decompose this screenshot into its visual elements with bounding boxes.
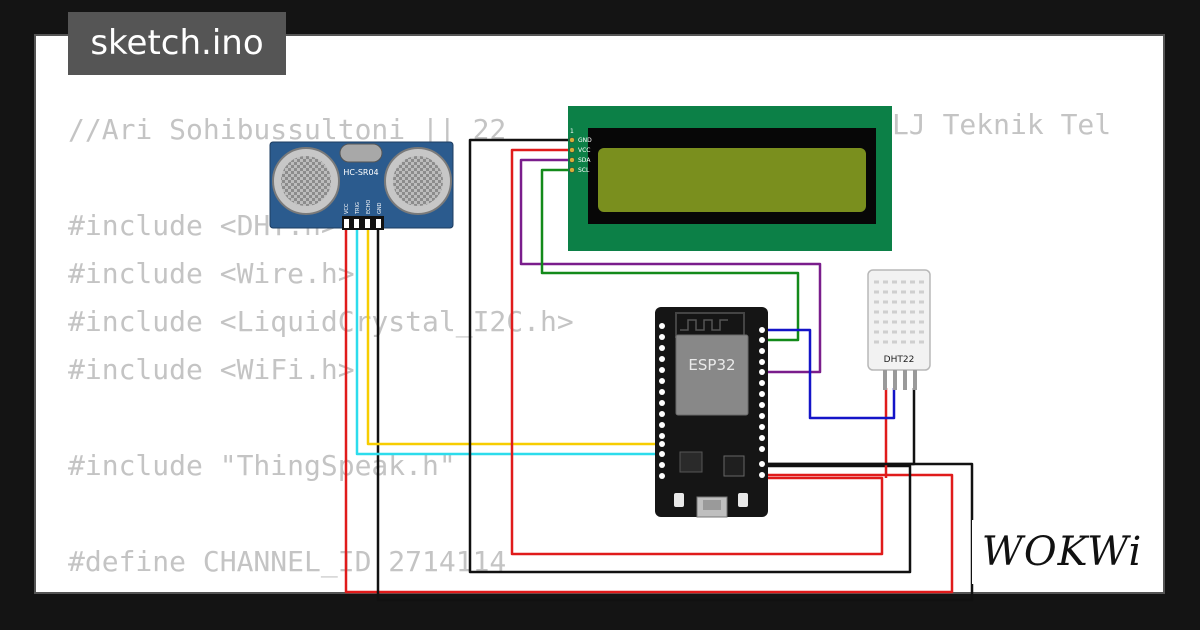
wokwi-logo-text: WOKWi: [981, 529, 1143, 575]
lcd-pin-sda: SDA: [578, 157, 591, 164]
lcd-screen: [598, 148, 866, 212]
wire-lcd-scl: [540, 168, 800, 342]
esp32-label: ESP32: [688, 356, 735, 374]
code-background: //Ari Sohibussultoni || 22#include <DHT.…: [68, 106, 574, 592]
ultrasonic-label: HC-SR04: [343, 168, 378, 177]
esp32-board[interactable]: ESP32: [655, 307, 768, 518]
wire-dht-data: [764, 328, 896, 420]
ultrasonic-pin-echo: ECHO: [366, 200, 372, 214]
lcd-pin-vcc: VCC: [578, 147, 590, 154]
esp32-left-pins: [659, 323, 665, 479]
lcd-pin-index: 1: [570, 128, 574, 135]
ultrasonic-sensor[interactable]: HC-SR04 VCC TRIG ECHO GND: [269, 141, 454, 230]
code-line: #include <WiFi.h>: [68, 353, 355, 386]
wire-ultrasonic-vcc: [344, 228, 954, 594]
wire-lcd-vcc: [510, 148, 884, 556]
wire-ultrasonic-echo: [355, 228, 660, 456]
wire-ultrasonic-trig: [366, 228, 660, 446]
wire-dht-gnd: [764, 388, 916, 466]
lcd-pin-gnd: GND: [578, 137, 592, 144]
code-line: //Ari Sohibussultoni || 22: [68, 113, 507, 146]
lcd-display[interactable]: 1 GND VCC SDA SCL: [568, 106, 892, 251]
ultrasonic-pin-gnd: GND: [377, 202, 383, 214]
ultrasonic-pin-vcc: VCC: [344, 203, 350, 214]
code-line: #include <LiquidCrystal_I2C.h>: [68, 305, 574, 338]
code-line: #include <Wire.h>: [68, 257, 355, 290]
dht22-sensor[interactable]: DHT22: [867, 269, 931, 390]
dht22-label: DHT22: [884, 355, 915, 365]
code-fragment-right: LJ Teknik Tel: [892, 108, 1111, 141]
lcd-pin-scl: SCL: [578, 167, 590, 174]
esp32-right-pins: [759, 327, 765, 478]
wokwi-logo: WOKWi: [972, 520, 1152, 584]
ultrasonic-pin-trig: TRIG: [355, 202, 361, 215]
code-line: #define CHANNEL_ID 2714114: [68, 545, 507, 578]
wires[interactable]: [344, 138, 974, 602]
file-tab-sketch-ino[interactable]: sketch.ino: [68, 12, 286, 75]
